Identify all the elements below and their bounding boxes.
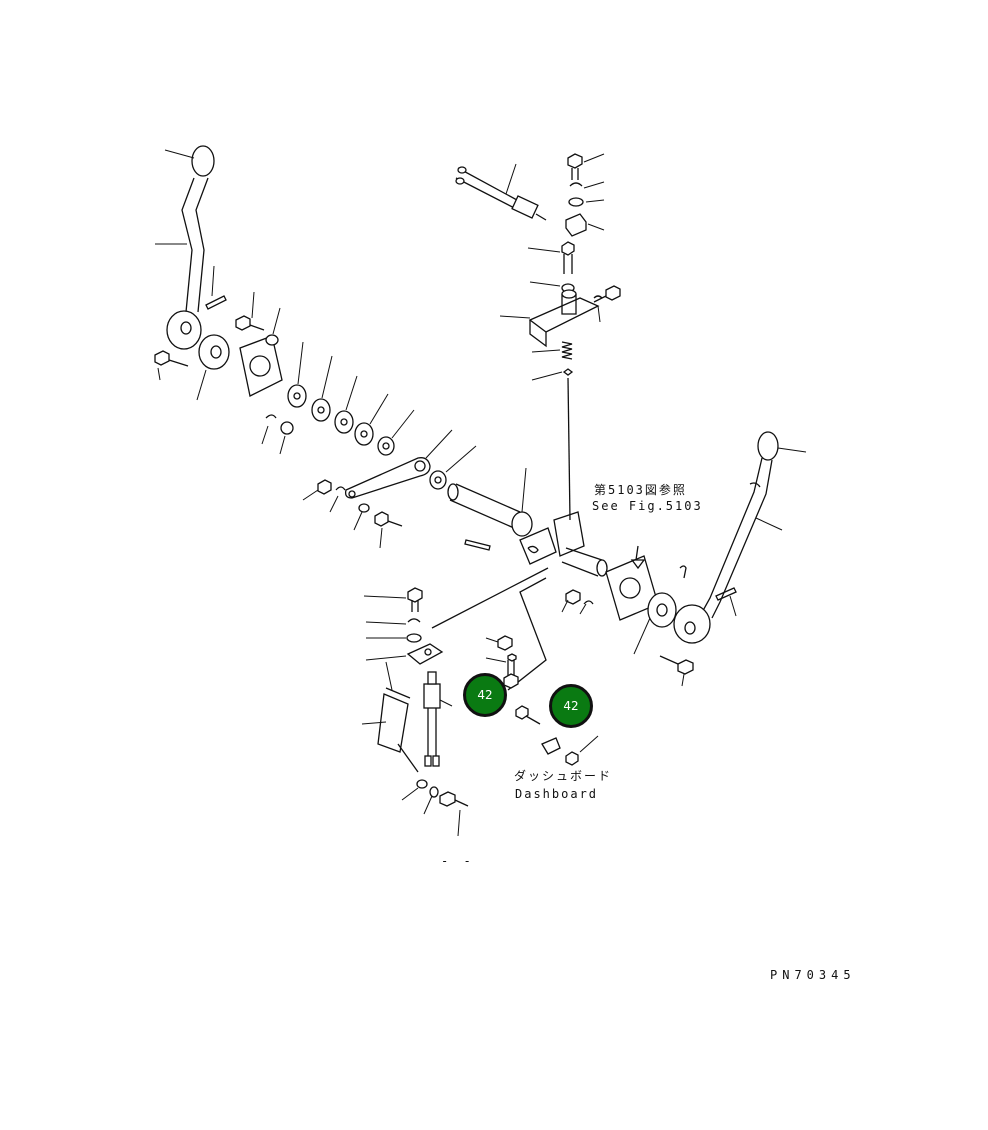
center-fasteners xyxy=(485,635,599,766)
right-control-lever xyxy=(673,431,807,644)
small-mark: - - xyxy=(441,854,475,868)
lower-bolt-stack xyxy=(401,779,469,837)
top-bolt-stack xyxy=(565,153,605,237)
reference-label-japanese: 第5103図参照 xyxy=(594,483,687,497)
part-callout-42[interactable]: 42 xyxy=(463,673,507,717)
drawing-number: PN70345 xyxy=(770,968,856,982)
left-washer-stack xyxy=(287,341,477,490)
upper-pivot-bracket xyxy=(499,241,621,348)
right-bracket-assembly xyxy=(561,545,737,687)
lower-left-assembly xyxy=(361,587,444,773)
spring-and-rod xyxy=(531,341,574,521)
left-lever-pin xyxy=(205,265,227,310)
left-bracket-assembly xyxy=(154,291,294,455)
lower-switch xyxy=(423,671,453,767)
cross-shaft xyxy=(447,467,608,577)
linkage-rods xyxy=(431,567,549,691)
link-arm xyxy=(302,429,453,549)
reference-label-english: See Fig.5103 xyxy=(592,499,703,513)
dashboard-label-japanese: ダッシュボード xyxy=(514,769,613,783)
left-control-lever xyxy=(155,145,215,350)
top-cable-assembly xyxy=(455,163,547,221)
part-callout-42[interactable]: 42 xyxy=(549,684,593,728)
dashboard-label-english: Dashboard xyxy=(515,787,599,801)
